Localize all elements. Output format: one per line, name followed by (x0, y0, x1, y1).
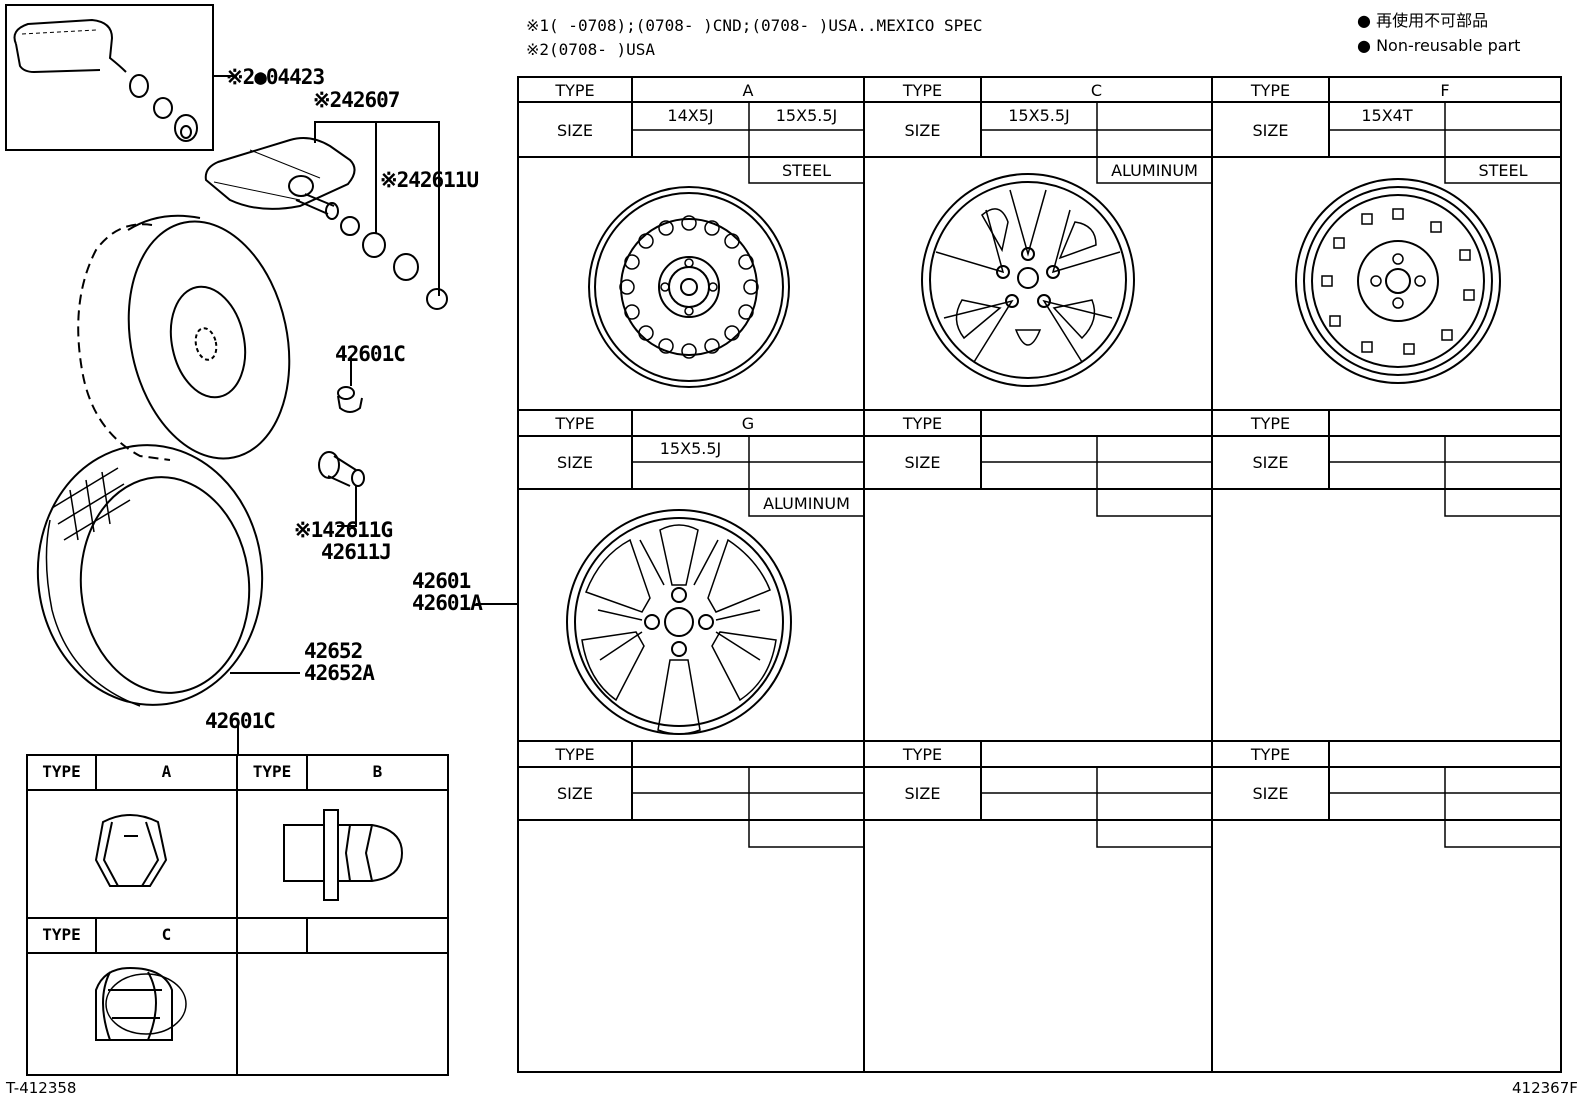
nut-type-b: B (372, 762, 383, 781)
part-42652: 42652 (304, 639, 363, 663)
part-42601C: 42601C (335, 342, 406, 366)
filled-circle-icon: ● (1357, 11, 1371, 30)
footer-right-code: 412367F (1512, 1079, 1578, 1097)
nut-table-grid (26, 754, 449, 1076)
wheel-f-material: STEEL (1478, 161, 1528, 180)
size-label: SIZE (557, 453, 593, 472)
nut-c-drawing (95, 966, 187, 1041)
wheel-type-a: A (742, 81, 754, 100)
type-label: TYPE (902, 414, 943, 433)
part-42601: 42601 (412, 569, 471, 593)
nut-table-title: 42601C (205, 709, 276, 733)
filled-circle-icon: ● (1357, 36, 1371, 55)
nut-type-a: A (161, 762, 172, 781)
wheel-type-g: G (741, 414, 755, 433)
part-42607: ※242607 (313, 88, 400, 112)
nut-type-label: TYPE (252, 762, 292, 781)
type-label: TYPE (1250, 414, 1291, 433)
size-label: SIZE (904, 784, 941, 803)
footer-left-code: T-412358 (6, 1079, 77, 1097)
wheel-g-drawing (566, 509, 792, 735)
nut-a-drawing (94, 814, 168, 887)
valve-stem-part (318, 451, 365, 527)
legend-jp: ● 再使用不可部品 (1357, 11, 1489, 30)
size-label: SIZE (557, 784, 593, 803)
wheel-g-material: ALUMINUM (763, 494, 850, 513)
wheel-a-size-1: 14X5J (667, 106, 714, 125)
tire-42652 (36, 444, 300, 707)
wheel-c-size-1: 15X5.5J (1008, 106, 1070, 125)
note-1: ※1( -0708);(0708- )CND;(0708- )USA..MEXI… (526, 16, 983, 35)
wheel-type-f: F (1440, 81, 1450, 100)
legend-en: ● Non-reusable part (1357, 36, 1521, 55)
wheel-table-grid (517, 76, 1562, 1073)
type-label: TYPE (902, 745, 943, 764)
type-label: TYPE (555, 745, 595, 764)
part-04423: ※2●04423 (226, 65, 325, 89)
wheel-type-c: C (1090, 81, 1103, 100)
type-label: TYPE (1250, 745, 1291, 764)
nut-type-label: TYPE (42, 762, 81, 781)
nut-b-drawing (283, 809, 404, 901)
part-42611J: 42611J (321, 540, 392, 564)
part-42611U: ※242611U (380, 168, 479, 192)
wheel-g-size-1: 15X5.5J (659, 439, 722, 458)
nut-type-c: C (161, 925, 172, 944)
type-label: TYPE (902, 81, 943, 100)
size-label: SIZE (1252, 121, 1289, 140)
nut-type-label: TYPE (42, 925, 81, 944)
wheel-c-drawing (921, 173, 1135, 387)
size-label: SIZE (904, 453, 941, 472)
size-label: SIZE (1252, 453, 1289, 472)
wheel-a-drawing (588, 186, 790, 388)
note-2: ※2(0708- )USA (526, 40, 655, 59)
part-42611G: ※142611G (294, 518, 393, 542)
wheel-f-size-1: 15X4T (1361, 106, 1413, 125)
part-42601A: 42601A (412, 591, 483, 615)
type-label: TYPE (555, 414, 595, 433)
sensor-inset (5, 4, 237, 151)
size-label: SIZE (557, 121, 593, 140)
size-label: SIZE (904, 121, 941, 140)
part-42652A: 42652A (304, 661, 375, 685)
wheel-a-size-2: 15X5.5J (775, 106, 838, 125)
wheel-a-material: STEEL (781, 161, 832, 180)
type-label: TYPE (1250, 81, 1291, 100)
valve-cap-part (337, 356, 363, 413)
type-label: TYPE (555, 81, 595, 100)
spare-tire (77, 214, 291, 461)
wheel-c-material: ALUMINUM (1111, 161, 1198, 180)
tpms-sensor (204, 121, 448, 310)
wheel-f-drawing (1295, 178, 1501, 384)
wheel-size-subgrid (632, 102, 1561, 848)
size-label: SIZE (1252, 784, 1289, 803)
